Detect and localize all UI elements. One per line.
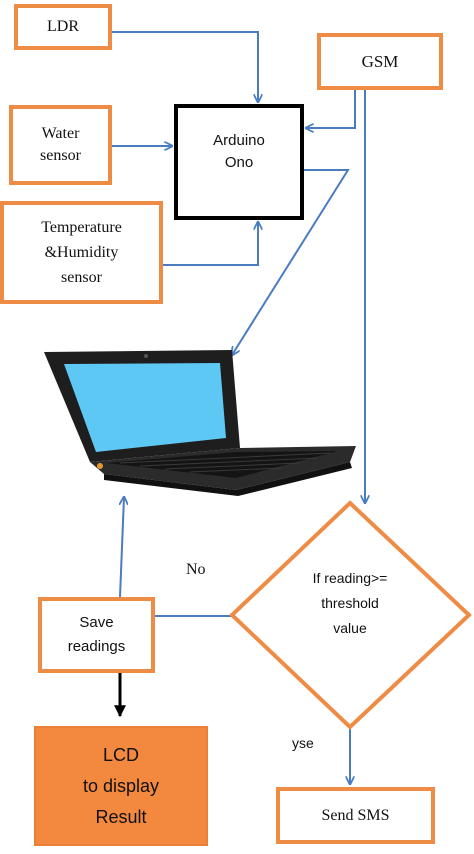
lcd-label: LCD to display Result bbox=[83, 740, 159, 833]
save-readings-label: Save readings bbox=[68, 611, 126, 659]
send-sms-label: Send SMS bbox=[321, 807, 389, 825]
temperature-humidity-sensor-label: Temperature &Humidity sensor bbox=[41, 215, 122, 290]
lcd-box: LCD to display Result bbox=[34, 726, 208, 846]
water-sensor-box: Water sensor bbox=[9, 105, 112, 185]
arrow-ldr-arduino bbox=[112, 32, 258, 102]
arduino-box: Arduino Ono bbox=[174, 104, 304, 220]
ldr-box: LDR bbox=[14, 4, 112, 50]
yes-label: yse bbox=[292, 735, 314, 751]
arrow-save-laptop bbox=[120, 497, 124, 597]
gsm-box: GSM bbox=[317, 33, 443, 90]
water-sensor-label: Water sensor bbox=[40, 123, 81, 167]
arrow-gsm-arduino bbox=[306, 90, 355, 128]
decision-label: If reading>= threshold value bbox=[270, 566, 430, 641]
save-readings-box: Save readings bbox=[38, 597, 155, 673]
temperature-humidity-sensor-box: Temperature &Humidity sensor bbox=[0, 201, 163, 304]
ldr-label: LDR bbox=[47, 18, 79, 36]
send-sms-box: Send SMS bbox=[276, 787, 435, 844]
laptop-icon bbox=[44, 350, 356, 496]
arrow-temp-arduino bbox=[162, 222, 258, 265]
arduino-label: Arduino Ono bbox=[213, 130, 265, 174]
gsm-label: GSM bbox=[362, 52, 399, 72]
no-label: No bbox=[186, 561, 206, 579]
